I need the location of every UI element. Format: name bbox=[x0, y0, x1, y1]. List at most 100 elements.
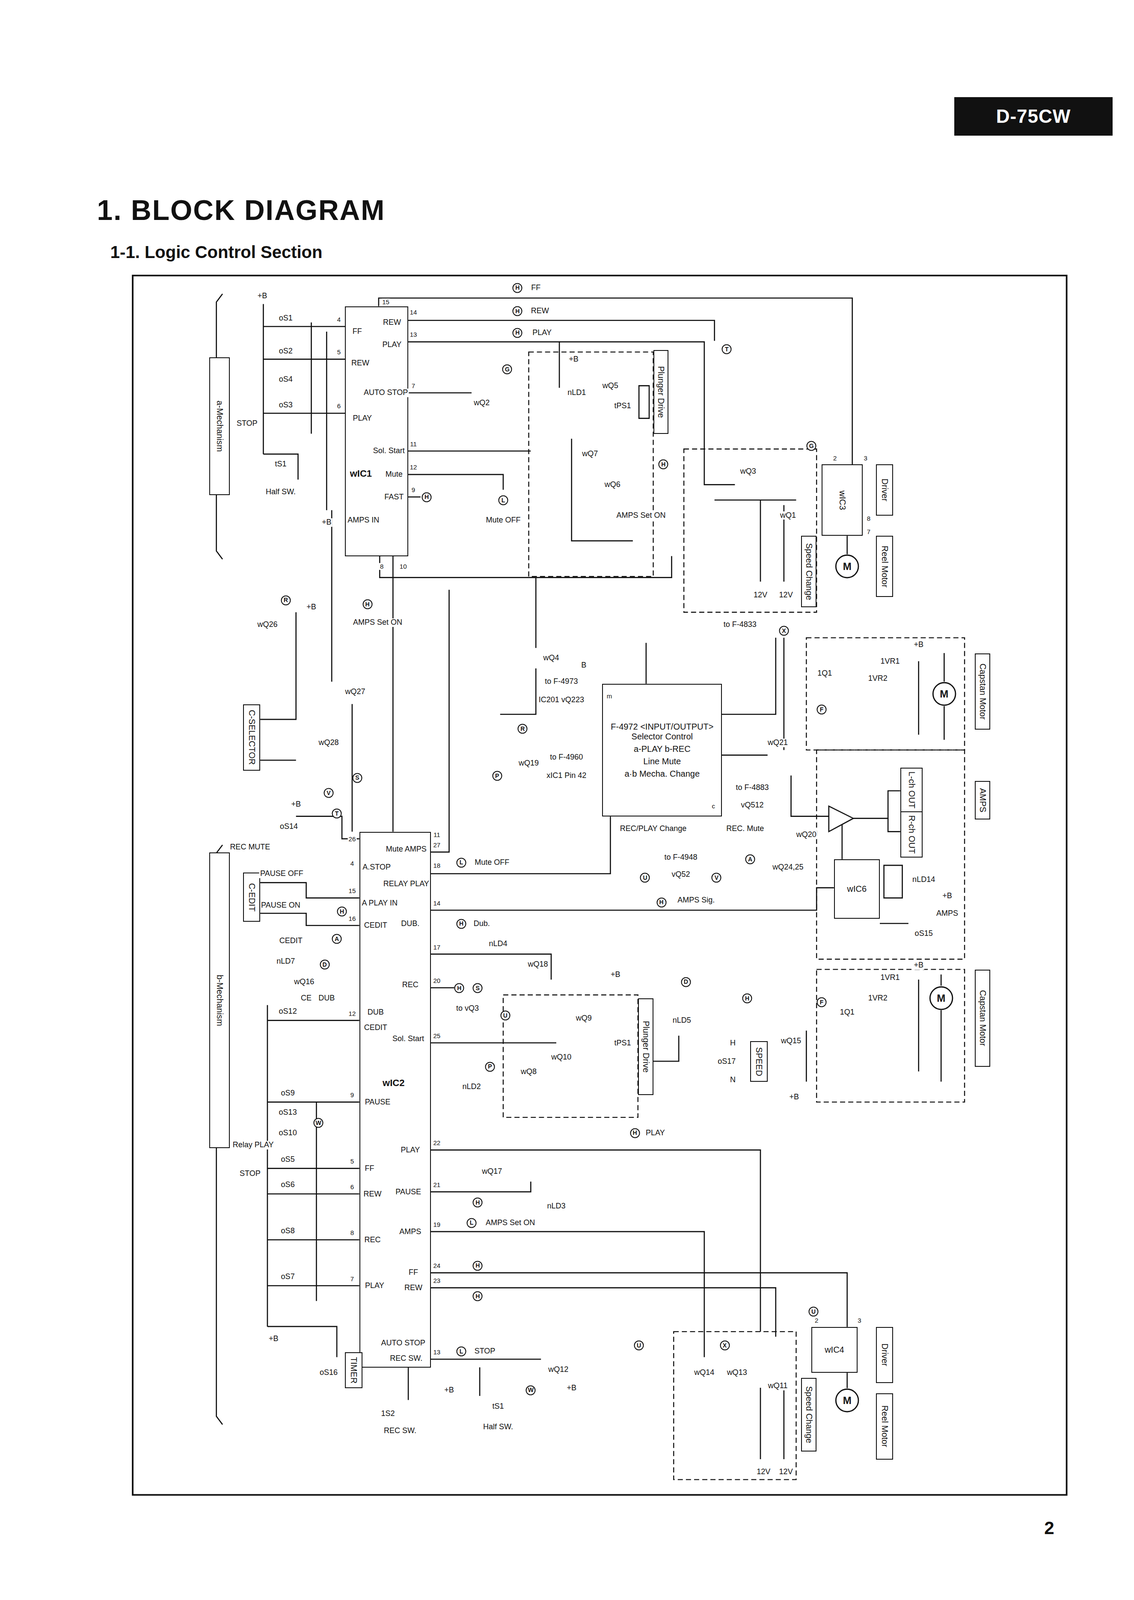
wire-line bbox=[791, 775, 829, 817]
wire-line bbox=[260, 882, 360, 899]
wire-line bbox=[759, 499, 762, 582]
signal-label: +B bbox=[443, 1386, 455, 1395]
pin-number: 3 bbox=[856, 1317, 862, 1325]
signal-label: STOP bbox=[473, 1347, 497, 1356]
signal-label: REW bbox=[350, 359, 371, 368]
wire-line bbox=[267, 1193, 360, 1195]
wire-line bbox=[407, 1367, 410, 1400]
signal-label: tPS1 bbox=[613, 401, 632, 411]
signal-label: 12V bbox=[755, 1467, 772, 1477]
signal-label: REC SW. bbox=[388, 1354, 424, 1363]
signal-label: Mute AMPS bbox=[385, 845, 428, 854]
signal-label: STOP bbox=[235, 419, 259, 428]
signal-label: wQ19 bbox=[517, 759, 540, 768]
pin-number: 20 bbox=[432, 977, 442, 985]
label-box: Capstan Motor bbox=[974, 653, 991, 731]
pin-number: 2 bbox=[832, 454, 838, 463]
connector-tag: H bbox=[512, 306, 523, 317]
motor-outline-circle bbox=[835, 1389, 859, 1412]
signal-label: wQ28 bbox=[317, 739, 340, 748]
signal-label: wQ5 bbox=[601, 381, 620, 391]
signal-label: +B bbox=[609, 970, 622, 980]
signal-label: FF bbox=[351, 327, 363, 336]
wire-line bbox=[719, 637, 776, 715]
signal-label: oS9 bbox=[280, 1089, 296, 1098]
signal-label: oS4 bbox=[278, 375, 294, 384]
wire-line bbox=[783, 1387, 785, 1460]
signal-label: to F-4833 bbox=[722, 620, 758, 630]
wire-connector bbox=[846, 1372, 848, 1389]
dashed-region bbox=[806, 637, 965, 750]
signal-label: nLD1 bbox=[566, 388, 587, 398]
signal-label: REW bbox=[530, 307, 550, 316]
signal-label: wQ3 bbox=[739, 467, 757, 476]
signal-label: nLD3 bbox=[546, 1202, 567, 1211]
signal-label: xIC1 Pin 42 bbox=[545, 771, 588, 781]
signal-label: oS5 bbox=[280, 1155, 296, 1164]
connector-tag: H bbox=[472, 1260, 483, 1271]
pin-number: 6 bbox=[336, 402, 342, 410]
signal-label: +B bbox=[912, 961, 925, 971]
label-box: Reel Motor bbox=[875, 535, 894, 597]
signal-label: CEDIT bbox=[363, 1023, 389, 1033]
signal-label: 12V bbox=[752, 590, 769, 600]
connector-tag: X bbox=[778, 626, 789, 636]
node-label: AMPS bbox=[977, 788, 988, 813]
pin-number: 13 bbox=[432, 1348, 442, 1357]
connector-tag: W bbox=[313, 1117, 324, 1128]
wire-line bbox=[759, 1387, 762, 1460]
signal-label: oS13 bbox=[278, 1108, 298, 1117]
signal-label: wQ8 bbox=[519, 1067, 538, 1077]
signal-label: tS1 bbox=[491, 1402, 505, 1411]
node-label: a-PLAY b-REC bbox=[633, 744, 691, 755]
signal-label: AMPS Set ON bbox=[484, 1218, 536, 1228]
connector-tag: D bbox=[680, 976, 691, 987]
signal-label: wQ27 bbox=[344, 687, 367, 697]
signal-label: Half SW. bbox=[264, 487, 297, 497]
label-box: Driver bbox=[875, 464, 894, 516]
pin-number: 11 bbox=[409, 440, 418, 448]
motor-outline-circle bbox=[835, 555, 859, 578]
wire-line bbox=[940, 974, 942, 986]
connector-tag: H bbox=[456, 918, 467, 929]
motor-outline-circle bbox=[929, 986, 953, 1010]
circuit-box: F-4972 <INPUT/OUTPUT> Selector Controla-… bbox=[602, 683, 722, 817]
node-label: a·b Mecha. Change bbox=[624, 768, 700, 779]
signal-label: wQ24,25 bbox=[771, 863, 805, 873]
connector-tag: H bbox=[512, 327, 523, 338]
signal-label: REC. Mute bbox=[725, 824, 765, 834]
signal-label: PLAY bbox=[381, 340, 403, 350]
wire-line bbox=[479, 1367, 481, 1396]
signal-label: wQ18 bbox=[527, 960, 550, 969]
wire-line bbox=[805, 1030, 808, 1082]
pin-number: 11 bbox=[432, 831, 442, 839]
signal-label: oS2 bbox=[278, 347, 294, 356]
pin-number: 4 bbox=[349, 860, 355, 868]
signal-label: PLAY bbox=[400, 1145, 422, 1155]
node-label: Capstan Motor bbox=[977, 663, 988, 720]
wire-line bbox=[351, 703, 354, 832]
connector-tag: D bbox=[319, 959, 330, 970]
pin-number: 23 bbox=[432, 1277, 442, 1285]
node-label: Capstan Motor bbox=[977, 990, 988, 1047]
wire-line bbox=[326, 331, 328, 511]
wire-line bbox=[638, 385, 650, 419]
connector-tag: H bbox=[472, 1291, 483, 1302]
signal-label: +B bbox=[290, 800, 302, 809]
dashed-region bbox=[673, 1331, 796, 1480]
wire-line bbox=[260, 759, 296, 761]
signal-label: H bbox=[729, 1039, 737, 1048]
signal-label: nLD14 bbox=[911, 875, 936, 885]
signal-label: FF bbox=[363, 1164, 375, 1173]
signal-label: Relay PLAY bbox=[231, 1140, 275, 1150]
motor-circle: M bbox=[929, 985, 954, 1011]
connector-tag: P bbox=[484, 1061, 495, 1072]
label-box: AMPS bbox=[974, 780, 991, 820]
signal-label: oS10 bbox=[278, 1128, 298, 1138]
signal-label: 1VR2 bbox=[867, 674, 889, 683]
signal-label: tPS1 bbox=[613, 1039, 632, 1048]
wire-line bbox=[267, 1326, 337, 1358]
connector-tag: H bbox=[421, 492, 432, 502]
